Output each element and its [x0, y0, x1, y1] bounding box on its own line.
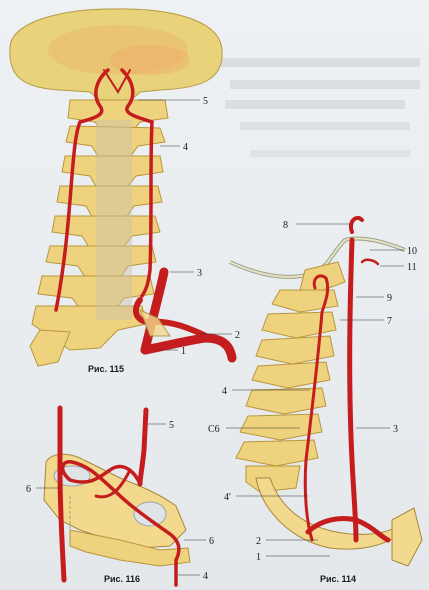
fig114-label-2: 2 [256, 536, 261, 547]
fig116-label-6-left: 6 [26, 484, 31, 495]
fig115-label-4: 4 [183, 142, 188, 153]
figure-115-illustration: 5 4 3 2 1 Рис. 115 [9, 8, 240, 374]
fig114-label-10: 10 [407, 246, 417, 257]
fig116-label-4: 4 [203, 571, 208, 582]
fig114-label-11: 11 [407, 262, 417, 273]
fig114-label-1: 1 [256, 552, 261, 563]
figure-116-labels: 5 6 6 4 Рис. 116 [26, 420, 214, 584]
figure-115-labels: 5 4 3 2 1 Рис. 115 [88, 96, 240, 374]
figure-114-illustration: 8 10 11 9 7 4 С6 3 4' 2 1 Рис. 114 [208, 215, 423, 584]
fig115-label-2: 2 [235, 330, 240, 341]
fig114-label-4-prime: 4' [224, 492, 231, 503]
fig114-label-7: 7 [387, 316, 392, 327]
figure-114-arteries [303, 215, 391, 543]
fig115-label-3: 3 [197, 268, 202, 279]
figure-114-labels: 8 10 11 9 7 4 С6 3 4' 2 1 Рис. 114 [208, 220, 417, 584]
fig114-label-4: 4 [222, 386, 227, 397]
figure-116-arteries [57, 405, 181, 587]
fig114-label-C6: С6 [208, 424, 220, 435]
figure-116-illustration: 5 6 6 4 Рис. 116 [26, 405, 214, 587]
clavicle-end [391, 507, 423, 567]
cervical-vertebrae [29, 99, 169, 367]
great-vessels [132, 267, 237, 363]
fig115-label-5: 5 [203, 96, 208, 107]
fig114-label-8: 8 [283, 220, 288, 231]
cervical-spine-lateral [235, 261, 346, 493]
fig116-label-6-right: 6 [209, 536, 214, 547]
fig115-label-1: 1 [181, 346, 186, 357]
vertebral-arteries [54, 68, 154, 312]
bleed-through-text [220, 58, 420, 157]
fig114-caption: Рис. 114 [320, 574, 356, 584]
fig116-caption: Рис. 116 [104, 574, 140, 584]
fig114-label-9: 9 [387, 293, 392, 304]
fig116-label-5: 5 [169, 420, 174, 431]
fig114-label-3: 3 [393, 424, 398, 435]
fig115-caption: Рис. 115 [88, 364, 124, 374]
